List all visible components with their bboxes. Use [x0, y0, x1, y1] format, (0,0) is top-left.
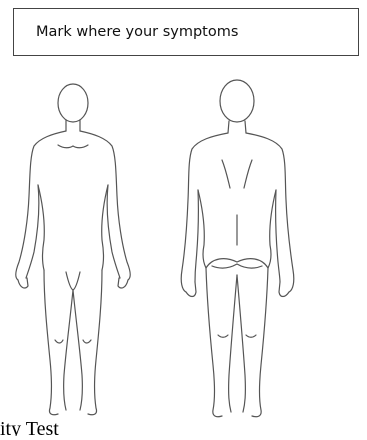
body-front-outline-icon[interactable]: [16, 84, 130, 415]
body-back-outline-icon[interactable]: [181, 80, 294, 417]
